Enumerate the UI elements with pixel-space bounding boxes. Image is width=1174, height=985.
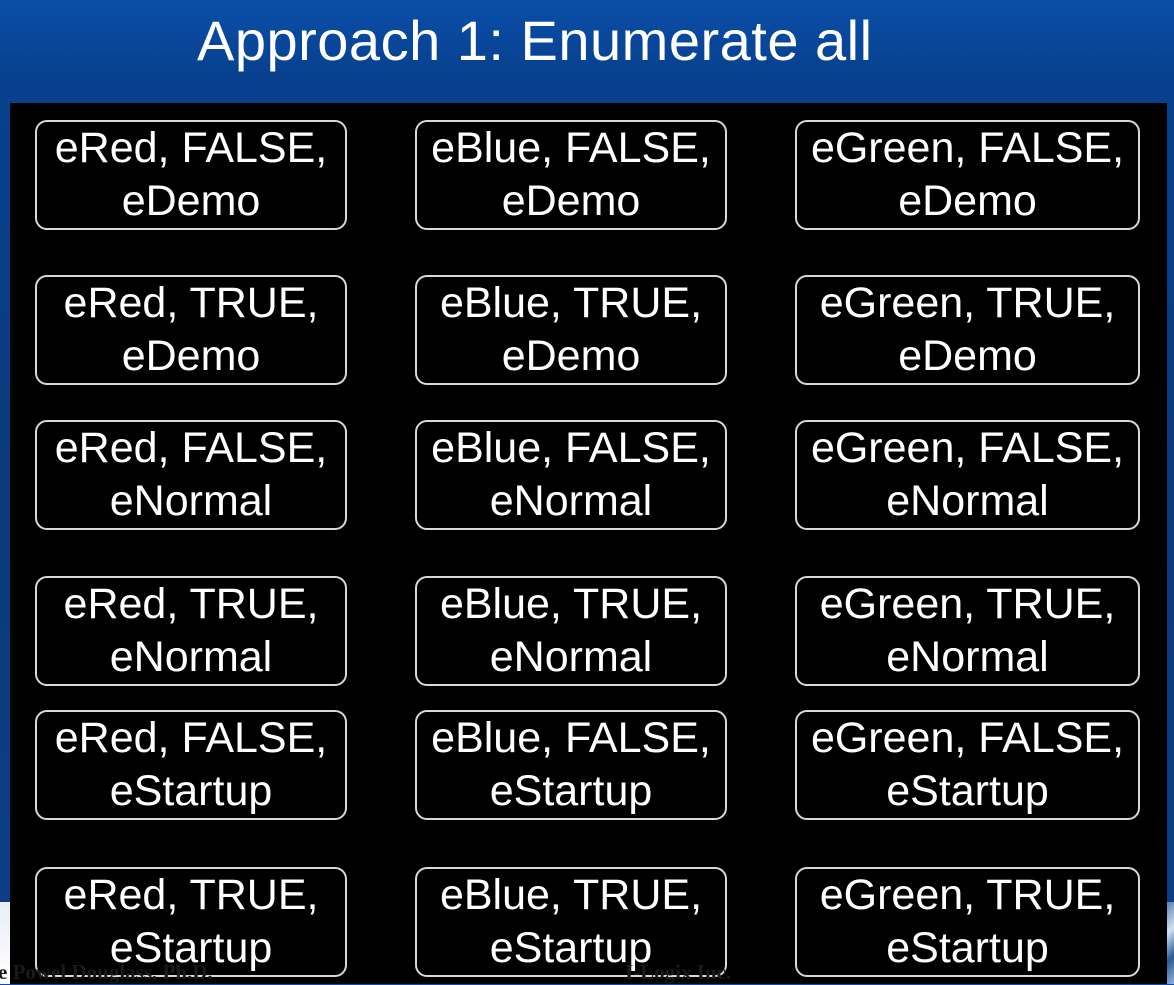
slide-title: Approach 1: Enumerate all bbox=[197, 9, 873, 72]
combination-values: eGreen, TRUE, bbox=[819, 580, 1116, 628]
combination-values: eRed, TRUE, bbox=[63, 580, 319, 628]
combination-values: eRed, TRUE, bbox=[63, 279, 319, 327]
combination-values: eGreen, FALSE, bbox=[810, 714, 1125, 762]
combination-mode: eStartup bbox=[489, 924, 653, 972]
combination-values: eGreen, TRUE, bbox=[819, 279, 1116, 327]
combination-box: eBlue, FALSE, eDemo bbox=[415, 120, 727, 230]
combination-box: eRed, TRUE, eStartup bbox=[35, 867, 347, 977]
combination-values: eRed, FALSE, bbox=[54, 124, 328, 172]
combination-box: eGreen, FALSE, eStartup bbox=[795, 710, 1140, 820]
combination-values: eBlue, TRUE, bbox=[439, 871, 703, 919]
combination-box: eBlue, TRUE, eDemo bbox=[415, 275, 727, 385]
combination-box: eGreen, TRUE, eDemo bbox=[795, 275, 1140, 385]
combination-mode: eStartup bbox=[109, 767, 273, 815]
combination-values: eRed, TRUE, bbox=[63, 871, 319, 919]
combination-mode: eNormal bbox=[489, 633, 653, 681]
combination-values: eGreen, FALSE, bbox=[810, 124, 1125, 172]
combination-values: eBlue, FALSE, bbox=[431, 124, 711, 172]
combination-box: eBlue, TRUE, eStartup bbox=[415, 867, 727, 977]
combination-mode: eDemo bbox=[121, 332, 261, 380]
combination-values: eRed, FALSE, bbox=[54, 424, 328, 472]
combination-mode: eDemo bbox=[121, 177, 261, 225]
combination-mode: eNormal bbox=[109, 633, 273, 681]
combination-mode: eNormal bbox=[109, 477, 273, 525]
combination-values: eBlue, TRUE, bbox=[439, 279, 703, 327]
combination-values: eBlue, FALSE, bbox=[431, 714, 711, 762]
combination-mode: eNormal bbox=[886, 477, 1049, 525]
combination-values: eBlue, TRUE, bbox=[439, 580, 703, 628]
combination-mode: eDemo bbox=[501, 332, 641, 380]
footer-author: e Powel Douglass, Ph.D. bbox=[0, 960, 213, 984]
combination-box: eRed, TRUE, eDemo bbox=[35, 275, 347, 385]
combination-values: eGreen, TRUE, bbox=[819, 871, 1116, 919]
combination-box: eBlue, FALSE, eStartup bbox=[415, 710, 727, 820]
combination-values: eGreen, FALSE, bbox=[810, 424, 1125, 472]
combination-mode: eStartup bbox=[886, 767, 1049, 815]
combination-values: eRed, FALSE, bbox=[54, 714, 328, 762]
combination-mode: eDemo bbox=[501, 177, 641, 225]
combination-box: eRed, FALSE, eDemo bbox=[35, 120, 347, 230]
combination-mode: eStartup bbox=[489, 767, 653, 815]
combination-box: eRed, FALSE, eNormal bbox=[35, 420, 347, 530]
combination-mode: eDemo bbox=[898, 332, 1037, 380]
combination-mode: eStartup bbox=[109, 924, 273, 972]
combination-mode: eNormal bbox=[489, 477, 653, 525]
combination-box: eGreen, FALSE, eNormal bbox=[795, 420, 1140, 530]
combination-box: eRed, FALSE, eStartup bbox=[35, 710, 347, 820]
combination-box: eGreen, FALSE, eDemo bbox=[795, 120, 1140, 230]
footer-company: I-Logix Inc. bbox=[625, 960, 732, 984]
combination-mode: eDemo bbox=[898, 177, 1037, 225]
combination-box: eGreen, TRUE, eNormal bbox=[795, 576, 1140, 686]
combination-box: eGreen, TRUE, eStartup bbox=[795, 867, 1140, 977]
combination-box: eBlue, FALSE, eNormal bbox=[415, 420, 727, 530]
combination-mode: eStartup bbox=[886, 924, 1049, 972]
combination-values: eBlue, FALSE, bbox=[431, 424, 711, 472]
combination-mode: eNormal bbox=[886, 633, 1049, 681]
combination-box: eBlue, TRUE, eNormal bbox=[415, 576, 727, 686]
combination-box: eRed, TRUE, eNormal bbox=[35, 576, 347, 686]
